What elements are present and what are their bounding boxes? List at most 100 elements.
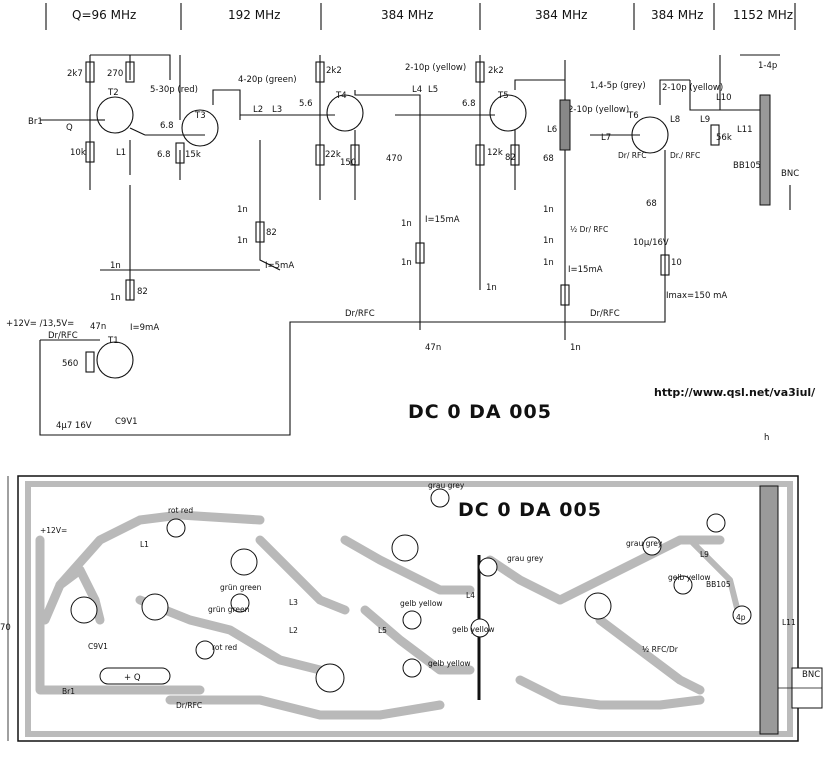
pcb-l9: L9 bbox=[700, 550, 709, 559]
ind-l2: L2 bbox=[253, 105, 263, 115]
ind-l11: L11 bbox=[737, 125, 753, 135]
label-supply: +12V= /13,5V= bbox=[6, 319, 74, 329]
label-mark: h bbox=[764, 433, 769, 443]
res-10k: 10k bbox=[70, 148, 86, 158]
cap-1n-b: 1n bbox=[110, 293, 121, 303]
pcb-l11: L11 bbox=[782, 618, 796, 627]
pcb-l3: L3 bbox=[289, 598, 298, 607]
trim-2-10p-a: 2-10p (yellow) bbox=[405, 63, 466, 73]
res-56k: 56k bbox=[716, 133, 732, 143]
pcb-transistors bbox=[70, 534, 612, 693]
label-t1: T1 bbox=[107, 336, 119, 346]
label-i4: I=15mA bbox=[568, 265, 603, 275]
cap-68-b: 68 bbox=[646, 199, 657, 209]
res-82-t5: 82 bbox=[505, 153, 516, 163]
ind-l3: L3 bbox=[272, 105, 282, 115]
pcb-l11-bar bbox=[759, 485, 779, 735]
schematic-wiring bbox=[39, 54, 791, 436]
ind-l10: L10 bbox=[716, 93, 732, 103]
pcb-quartz: + Q bbox=[124, 673, 141, 683]
pcb-grey2: grau grey bbox=[507, 554, 544, 563]
frequency-header: Q=96 MHz 192 MHz 384 MHz 384 MHz 384 MHz… bbox=[45, 3, 796, 30]
resistor-symbols bbox=[85, 61, 720, 373]
trim-4-20p: 4-20p (green) bbox=[238, 75, 297, 85]
pcb-green1: grün green bbox=[220, 583, 262, 592]
pcb-grey1: grau grey bbox=[428, 481, 465, 490]
label-imax: Imax=150 mA bbox=[666, 291, 727, 301]
cap-1n-e: 1n bbox=[401, 219, 412, 229]
res-2k2-t5: 2k2 bbox=[488, 66, 504, 76]
pcb-grey3: grau grey bbox=[626, 539, 663, 548]
band-label-384a: 384 MHz bbox=[381, 8, 433, 22]
pcb-bb105: BB105 bbox=[706, 580, 731, 589]
label-t6: T6 bbox=[627, 111, 639, 121]
pcb-l5: L5 bbox=[378, 626, 387, 635]
ind-l5: L5 bbox=[428, 85, 438, 95]
label-rfc-l6: Dr/ RFC bbox=[618, 151, 647, 160]
label-i2: I=5mA bbox=[265, 261, 294, 271]
label-i3: I=15mA bbox=[425, 215, 460, 225]
source-url: http://www.qsl.net/va3iul/ bbox=[654, 386, 816, 399]
cap-1n-c: 1n bbox=[237, 205, 248, 215]
trim-1.4-5p: 1,4-5p (grey) bbox=[590, 81, 646, 91]
label-t4: T4 bbox=[335, 91, 347, 101]
res-82-osc: 82 bbox=[137, 287, 148, 297]
pcb-l4: L4 bbox=[466, 591, 475, 600]
label-rfc-t6a: Dr./ RFC bbox=[670, 151, 700, 160]
cap-1n-h: 1n bbox=[543, 205, 554, 215]
cap-4u7: 4µ7 16V bbox=[56, 421, 92, 431]
pcb-yellow2: gelb yellow bbox=[428, 659, 471, 668]
cap-5.6: 5.6 bbox=[299, 99, 313, 109]
band-label-192: 192 MHz bbox=[228, 8, 280, 22]
label-rfc1: Dr/RFC bbox=[48, 331, 78, 341]
label-i1: I=9mA bbox=[130, 323, 159, 333]
band-label-1152: 1152 MHz bbox=[733, 8, 793, 22]
pcb-yellow4: gelb yellow bbox=[668, 573, 711, 582]
res-2k2-t4: 2k2 bbox=[326, 66, 342, 76]
pcb-layout: 70 bbox=[0, 475, 823, 742]
label-t2: T2 bbox=[107, 88, 119, 98]
label-rfc3: Dr/RFC bbox=[590, 309, 620, 319]
trim-5-30p: 5-30p (red) bbox=[150, 85, 198, 95]
cap-1n-f: 1n bbox=[401, 258, 412, 268]
cap-1n-k: 1n bbox=[570, 343, 581, 353]
label-zener: C9V1 bbox=[115, 417, 138, 427]
pcb-trimmers bbox=[166, 488, 752, 678]
band-label-384b: 384 MHz bbox=[535, 8, 587, 22]
pcb-dim-label: 70 bbox=[0, 623, 11, 633]
cap-1n-d: 1n bbox=[237, 236, 248, 246]
cap-68-a: 68 bbox=[543, 154, 554, 164]
res-270: 270 bbox=[107, 69, 123, 79]
pcb-yellow3: gelb yellow bbox=[452, 625, 495, 634]
pcb-drrfc: Dr/RFC bbox=[176, 701, 202, 710]
pcb-half-rfc: ½ RFC/Dr bbox=[642, 645, 679, 654]
pcb-supply: +12V= bbox=[40, 526, 67, 535]
pcb-green2: grün green bbox=[208, 605, 250, 614]
label-t5: T5 bbox=[497, 91, 509, 101]
pcb-red2: rot red bbox=[212, 643, 237, 652]
label-rfc-b1: ½ Dr/ RFC bbox=[570, 225, 608, 234]
pcb-l2: L2 bbox=[289, 626, 298, 635]
trim-2-10p-b: 2-10p (yellow) bbox=[568, 105, 629, 115]
label-bnc: BNC bbox=[781, 169, 799, 179]
cap-1n-j: 1n bbox=[543, 258, 554, 268]
res-12k: 12k bbox=[487, 148, 503, 158]
res-15k: 15k bbox=[185, 150, 201, 160]
pcb-traces bbox=[35, 510, 743, 720]
ind-l9: L9 bbox=[700, 115, 710, 125]
l6-resonator bbox=[559, 99, 571, 151]
cap-1n-g: 1n bbox=[486, 283, 497, 293]
label-q: Q bbox=[66, 123, 73, 133]
res-150: 150 bbox=[340, 158, 356, 168]
res-82-t3: 82 bbox=[266, 228, 277, 238]
pcb-l1: L1 bbox=[140, 540, 149, 549]
schematic-title: DC 0 DA 005 bbox=[408, 401, 552, 423]
cap-6.8-c: 6.8 bbox=[462, 99, 476, 109]
label-rfc2: Dr/RFC bbox=[345, 309, 375, 319]
ind-l4: L4 bbox=[412, 85, 422, 95]
label-br1: Br1 bbox=[28, 117, 43, 127]
pcb-red1: rot red bbox=[168, 506, 193, 515]
band-label-384c: 384 MHz bbox=[651, 8, 703, 22]
transistor-symbols: T1 T2 T3 T4 T5 T6 bbox=[96, 88, 669, 379]
